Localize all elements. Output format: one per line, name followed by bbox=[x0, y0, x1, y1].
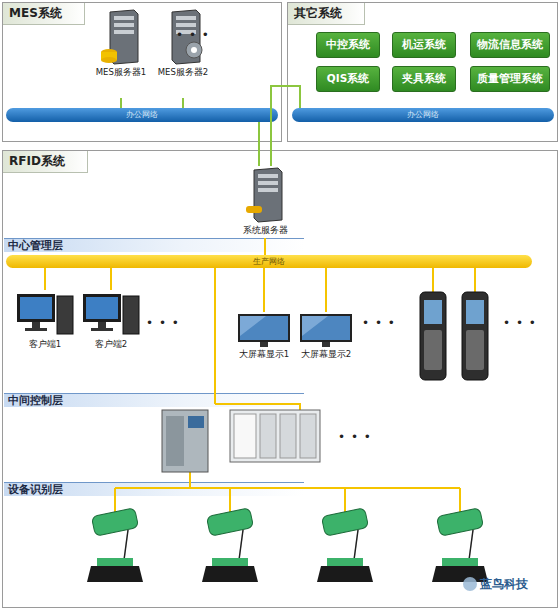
node-label: 客户端2 bbox=[95, 339, 127, 351]
plc-controller bbox=[230, 410, 320, 462]
node-label: 中心管理层 bbox=[4, 238, 63, 253]
system-box: QIS系统 bbox=[316, 66, 380, 92]
node-label: 质量管理系统 bbox=[477, 72, 543, 86]
wire bbox=[432, 268, 434, 292]
group-title: RFID系统 bbox=[3, 151, 88, 173]
network-bar: 办公网络 bbox=[6, 108, 278, 122]
ellipsis: • • • bbox=[503, 316, 537, 330]
wire bbox=[459, 488, 461, 512]
handheld-terminal bbox=[420, 292, 446, 380]
node-label: 物流信息系统 bbox=[477, 38, 543, 52]
server-symbol bbox=[100, 8, 142, 66]
node-label: 大屏幕显示1 bbox=[239, 349, 289, 361]
wire bbox=[344, 488, 346, 512]
wire bbox=[229, 488, 231, 512]
client-pc: 客户端1 bbox=[14, 290, 76, 356]
node-label: 办公网络 bbox=[407, 111, 439, 119]
system-box: 机运系统 bbox=[392, 32, 456, 58]
display-symbol bbox=[236, 312, 292, 348]
wire bbox=[189, 472, 191, 488]
group-title: 其它系统 bbox=[288, 3, 365, 25]
server-icon: MES服务器2 bbox=[152, 8, 214, 98]
node-label: 中间控制层 bbox=[4, 393, 63, 408]
node-label: 客户端1 bbox=[29, 339, 61, 351]
node-label: 生产网络 bbox=[253, 258, 285, 266]
system-box: 夹具系统 bbox=[392, 66, 456, 92]
system-box: 质量管理系统 bbox=[470, 66, 550, 92]
watermark: 蓝鸟科技 bbox=[480, 576, 528, 593]
ellipsis: • • • bbox=[338, 430, 372, 444]
node-label: 机运系统 bbox=[402, 38, 446, 52]
plc-controller bbox=[162, 410, 208, 472]
ellipsis: • • • bbox=[146, 316, 180, 330]
wire bbox=[214, 268, 216, 404]
layer-band: 中心管理层 bbox=[4, 238, 304, 252]
pc-symbol bbox=[15, 290, 75, 338]
node-label: 夹具系统 bbox=[402, 72, 446, 86]
node-label: 大屏幕显示2 bbox=[301, 349, 351, 361]
client-pc: 客户端2 bbox=[80, 290, 142, 356]
wire bbox=[474, 268, 476, 292]
server-symbol bbox=[244, 166, 286, 224]
handheld-terminal bbox=[462, 292, 488, 380]
ellipsis: • • • bbox=[362, 316, 396, 330]
server-icon: 系统服务器 bbox=[232, 166, 298, 238]
node-label: MES服务器1 bbox=[96, 67, 147, 79]
system-box: 物流信息系统 bbox=[470, 32, 550, 58]
group-title: MES系统 bbox=[3, 3, 85, 25]
node-label: 设备识别层 bbox=[4, 482, 63, 497]
network-bar: 办公网络 bbox=[292, 108, 554, 122]
network-bar: 生产网络 bbox=[6, 255, 532, 268]
display-screen: 大屏幕显示1 bbox=[234, 312, 294, 362]
display-screen: 大屏幕显示2 bbox=[296, 312, 356, 362]
system-group: 其它系统中控系统 机运系统 物流信息系统 QIS系统 夹具系统 质量管理系统办公网络 bbox=[287, 2, 558, 142]
node-label: QIS系统 bbox=[327, 72, 369, 86]
ellipsis: • • • bbox=[176, 28, 210, 42]
node-label: MES服务器2 bbox=[158, 67, 209, 79]
bus-wire bbox=[115, 487, 460, 489]
display-symbol bbox=[298, 312, 354, 348]
pc-symbol bbox=[81, 290, 141, 338]
node-label: 系统服务器 bbox=[243, 225, 288, 237]
system-box: 中控系统 bbox=[316, 32, 380, 58]
watermark-icon bbox=[463, 577, 477, 591]
server-icon: MES服务器1 bbox=[90, 8, 152, 98]
system-group: MES系统 MES服务器1 MES服务器2 办公网络 bbox=[2, 2, 282, 142]
wire bbox=[114, 488, 116, 512]
node-label: 中控系统 bbox=[326, 38, 370, 52]
node-label: 办公网络 bbox=[126, 111, 158, 119]
